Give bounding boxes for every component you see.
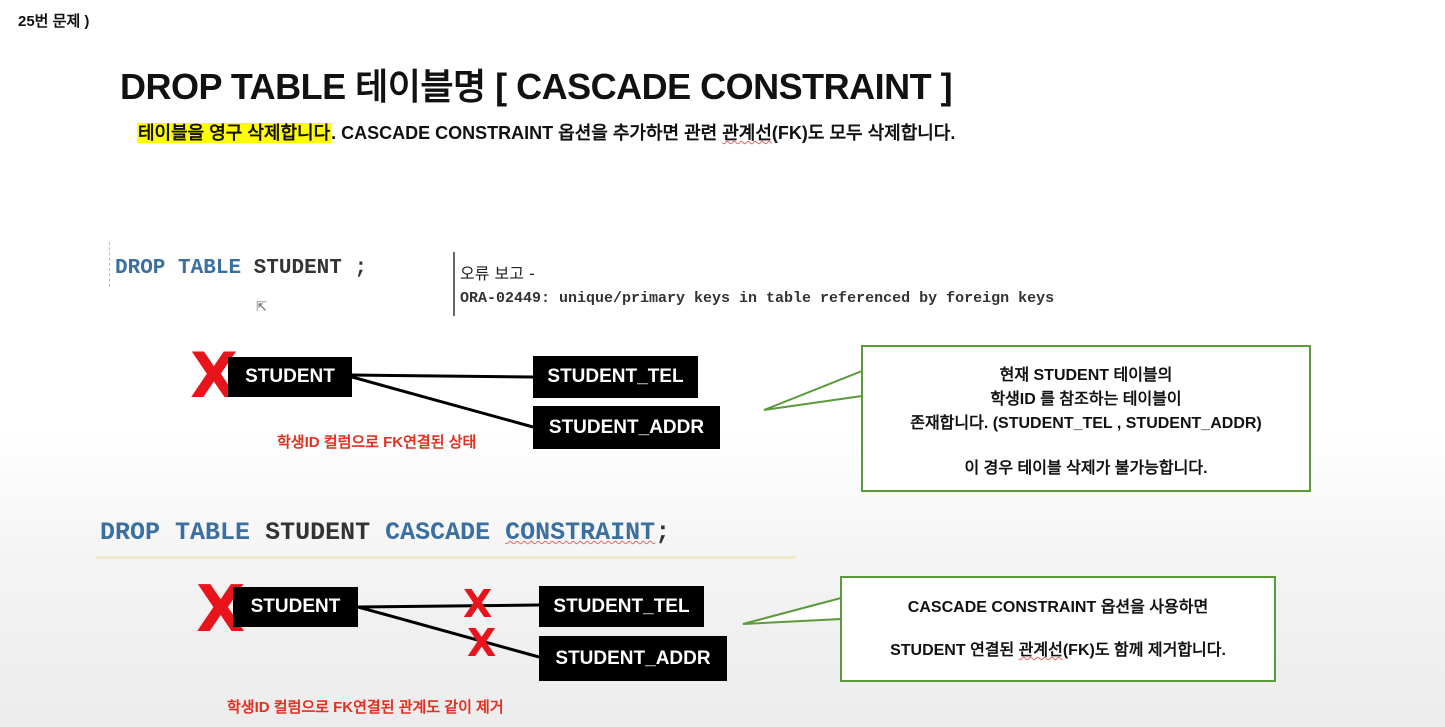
table-box-student-addr: STUDENT_ADDR bbox=[533, 406, 720, 449]
callout1-line3: 존재합니다. (STUDENT_TEL , STUDENT_ADDR) bbox=[910, 415, 1262, 432]
subtitle-highlight: 테이블을 영구 삭제합니다 bbox=[137, 123, 332, 143]
sql-semicolon: ; bbox=[341, 257, 368, 280]
sql-statement-2: DROP TABLE STUDENT CASCADE CONSTRAINT; bbox=[100, 518, 670, 547]
sql-keyword-table: TABLE bbox=[175, 518, 251, 547]
sql-statement-1: DROP TABLE STUDENT ; bbox=[115, 257, 367, 280]
callout2-line2-pre: STUDENT 연결된 bbox=[890, 642, 1019, 659]
code-gutter-line bbox=[109, 242, 110, 287]
callout-box-1: 현재 STUDENT 테이블의 학생ID 를 참조하는 테이블이 존재합니다. … bbox=[861, 345, 1311, 492]
callout1-line2: 학생ID 를 참조하는 테이블이 bbox=[990, 391, 1182, 408]
sql-identifier: STUDENT bbox=[265, 518, 371, 547]
sql-keyword-cascade: CASCADE bbox=[385, 518, 491, 547]
problem-label: 25번 문제 ) bbox=[18, 13, 90, 30]
error-heading: 오류 보고 - bbox=[460, 264, 535, 283]
fk-line-2-tel bbox=[357, 603, 540, 609]
callout2-line2: STUDENT 연결된 관계선(FK)도 함께 제거합니다. bbox=[842, 639, 1274, 663]
page-title: DROP TABLE 테이블명 [ CASCADE CONSTRAINT ] bbox=[120, 66, 953, 107]
subtitle-text-1: . CASCADE CONSTRAINT 옵션을 추가하면 관련 bbox=[331, 123, 723, 143]
sql-semicolon: ; bbox=[655, 518, 671, 547]
fk-line-x-mark-tel: X bbox=[463, 582, 493, 626]
diagram2-caption: 학생ID 컬럼으로 FK연결된 관계도 같이 제거 bbox=[227, 699, 504, 716]
sql-identifier: STUDENT bbox=[253, 257, 342, 280]
table-box-student: STUDENT bbox=[233, 587, 358, 627]
callout2-line2-post: (FK)도 함께 제거합니다. bbox=[1062, 642, 1226, 659]
sql-keyword-table: TABLE bbox=[178, 257, 242, 280]
callout2-squiggle-word: 관계선 bbox=[1018, 642, 1063, 659]
diagram1-caption: 학생ID 컬럼으로 FK연결된 상태 bbox=[277, 434, 477, 451]
fk-line-x-mark-addr: X bbox=[467, 621, 497, 665]
code-highlight-bar bbox=[96, 556, 796, 559]
callout1-pointer bbox=[763, 369, 863, 411]
callout2-line1: CASCADE CONSTRAINT 옵션을 사용하면 bbox=[907, 599, 1209, 616]
subtitle-squiggle-word: 관계선 bbox=[722, 123, 772, 143]
sql-keyword-drop: DROP bbox=[100, 518, 161, 547]
error-message: ORA-02449: unique/primary keys in table … bbox=[460, 290, 1055, 307]
sql-keyword-drop: DROP bbox=[115, 257, 166, 280]
fk-line-1-addr bbox=[351, 375, 534, 429]
error-divider bbox=[453, 252, 455, 316]
table-box-student-addr: STUDENT_ADDR bbox=[539, 636, 727, 681]
callout1-line1: 현재 STUDENT 테이블의 bbox=[999, 367, 1173, 384]
table-box-student-tel: STUDENT_TEL bbox=[539, 586, 704, 627]
mouse-pointer-icon: ⇱ bbox=[256, 299, 267, 314]
table-box-student: STUDENT bbox=[228, 357, 352, 397]
fk-line-1-tel bbox=[351, 373, 534, 379]
subtitle: 테이블을 영구 삭제합니다. CASCADE CONSTRAINT 옵션을 추가… bbox=[137, 119, 955, 145]
subtitle-text-2: (FK)도 모두 삭제합니다. bbox=[771, 123, 956, 143]
callout1-line4: 이 경우 테이블 삭제가 불가능합니다. bbox=[964, 460, 1208, 477]
sql-keyword-constraint: CONSTRAINT bbox=[505, 518, 656, 547]
fk-line-2-addr bbox=[357, 605, 540, 659]
callout-box-2: CASCADE CONSTRAINT 옵션을 사용하면 STUDENT 연결된 … bbox=[840, 576, 1276, 682]
table-box-student-tel: STUDENT_TEL bbox=[533, 356, 698, 398]
callout2-pointer bbox=[742, 596, 842, 625]
